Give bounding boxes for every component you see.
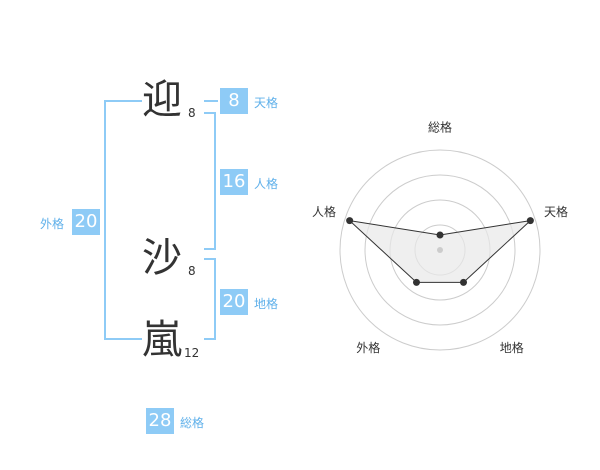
radar-point-1 (436, 231, 444, 239)
gaikaku-label: 外格 (40, 217, 65, 231)
radar-axis-label-2: 天格 (544, 204, 568, 219)
radar-center-dot (437, 247, 443, 253)
name-char-2-strokes: 8 (188, 264, 196, 278)
jinkaku-bracket (204, 112, 216, 250)
name-char-3: 嵐 (142, 317, 182, 363)
name-char-1-strokes: 8 (188, 106, 196, 120)
chikaku-value: 20 (220, 289, 248, 315)
radar-point-5 (346, 217, 354, 225)
radar-axis-label-4: 外格 (356, 340, 380, 355)
radar-point-4 (412, 278, 420, 286)
gaikaku-bracket (104, 100, 142, 340)
radar-point-2 (526, 217, 534, 225)
radar-axis-label-1: 総格 (428, 120, 452, 135)
radar-point-3 (460, 278, 468, 286)
tenkaku-label: 天格 (254, 96, 279, 110)
radar-ring-3 (364, 174, 516, 326)
radar-ring-4 (339, 149, 541, 351)
tenkaku-tick (204, 100, 218, 102)
chikaku-bracket (204, 258, 216, 340)
name-char-1: 迎 (142, 77, 182, 123)
name-char-2: 沙 (142, 235, 182, 281)
chikaku-label: 地格 (254, 297, 279, 311)
jinkaku-label: 人格 (254, 177, 279, 191)
radar-axis-label-3: 地格 (500, 340, 524, 355)
tenkaku-value: 8 (220, 88, 248, 114)
soukaku-value: 28 (146, 408, 174, 434)
gaikaku-value: 20 (72, 209, 100, 235)
radar-axis-label-5: 人格 (312, 204, 336, 219)
soukaku-label: 総格 (180, 416, 205, 430)
name-char-3-strokes: 12 (184, 346, 200, 360)
jinkaku-value: 16 (220, 169, 248, 195)
